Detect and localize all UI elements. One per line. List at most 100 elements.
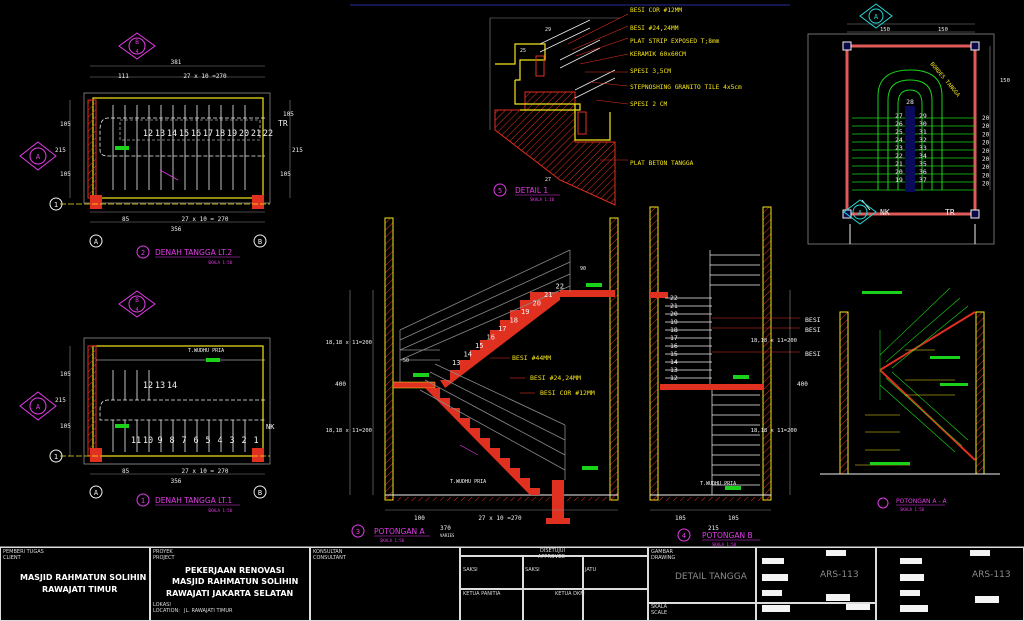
svg-text:A: A xyxy=(874,13,879,21)
dimension-label: 20 xyxy=(982,156,990,163)
step-number: 13 xyxy=(670,366,678,374)
plan-lt2-section-marker xyxy=(118,32,156,60)
plan-lt2-dim-top-left: 111 xyxy=(118,73,129,80)
step-number: 13 xyxy=(155,381,165,391)
dimension-label: 20 xyxy=(982,181,990,188)
dimension-label: 20 xyxy=(982,140,990,147)
step-number: 26 xyxy=(895,120,903,128)
svg-text:18,18 x 11=200: 18,18 x 11=200 xyxy=(751,428,797,434)
step-number: 14 xyxy=(670,358,678,366)
step-number: 19 xyxy=(895,176,903,184)
detail-callout: SPESI 2 CM xyxy=(630,101,668,108)
svg-text:105: 105 xyxy=(728,515,739,522)
svg-text:25: 25 xyxy=(520,48,526,54)
detail-callout: SPESI 3,5CM xyxy=(630,68,671,75)
plan-top-nk-label: NK xyxy=(880,208,890,217)
plan-lt1-note: T.WUDHU PRIA xyxy=(188,348,224,354)
plan-lt2-dim-right-c: 105 xyxy=(280,171,291,178)
tb-owner-name: MASJID RAHMATUN SOLIHIN xyxy=(20,573,147,582)
dimension-label: 20 xyxy=(982,164,990,171)
svg-text:1: 1 xyxy=(54,453,58,461)
svg-text:90: 90 xyxy=(580,266,586,272)
step-number: 11 xyxy=(131,436,141,446)
tb-sheet-cell xyxy=(876,547,1024,621)
svg-text:400: 400 xyxy=(797,381,808,388)
svg-text:27 x 10 = 270: 27 x 10 = 270 xyxy=(182,468,229,475)
plan-lt1-title: DENAH TANGGA LT.1 xyxy=(155,496,232,505)
tb-client-cell xyxy=(0,547,150,621)
section-a-stair-upper xyxy=(440,292,560,388)
dimension-label: 20 xyxy=(982,115,990,122)
step-number: 20 xyxy=(239,129,249,139)
tb-owner-label: PEMBERI TUGAS xyxy=(3,549,44,555)
svg-text:4: 4 xyxy=(135,307,138,313)
svg-text:150: 150 xyxy=(1000,78,1010,84)
plan-top-railing-note: BORDES TANGGA xyxy=(928,61,961,98)
plan-top-tr-label: TR xyxy=(945,208,955,217)
step-number: 17 xyxy=(203,129,213,139)
svg-text:370: 370 xyxy=(440,525,451,532)
svg-text:28: 28 xyxy=(906,98,914,106)
step-number: 27 xyxy=(895,112,903,120)
section-b-treads xyxy=(665,250,760,495)
section-b-callout: BESI xyxy=(805,326,821,334)
step-number: 14 xyxy=(167,381,177,391)
svg-text:SKALA 1:50: SKALA 1:50 xyxy=(208,508,233,513)
step-number: 4 xyxy=(217,436,222,446)
redaction xyxy=(900,558,922,564)
plan-lt2-railing-line xyxy=(99,117,265,157)
step-number: 20 xyxy=(533,300,541,308)
step-number: 13 xyxy=(155,129,165,139)
section-aa: POTONGAN A - A SKALA 1:50 xyxy=(820,287,1000,512)
step-number: 13 xyxy=(452,359,460,367)
redaction xyxy=(762,590,782,596)
redaction xyxy=(900,605,928,612)
svg-text:5: 5 xyxy=(498,187,502,195)
svg-text:A: A xyxy=(36,153,41,161)
svg-text:A: A xyxy=(94,489,99,497)
step-number: 14 xyxy=(464,351,472,359)
step-number: 15 xyxy=(670,350,678,358)
step-number: 21 xyxy=(544,291,552,299)
svg-text:105: 105 xyxy=(60,371,71,378)
step-number: 17 xyxy=(498,325,506,333)
step-number: 22 xyxy=(263,129,273,139)
detail-callout: PLAT STRIP EXPOSED T;8mm xyxy=(630,38,720,45)
svg-text:18,18 x 11=200: 18,18 x 11=200 xyxy=(326,340,372,346)
plan-lt2-dim-left-b: 215 xyxy=(55,147,66,154)
step-number: 19 xyxy=(227,129,237,139)
svg-text:SKALA 1:10: SKALA 1:10 xyxy=(530,197,555,202)
step-number: 34 xyxy=(919,152,927,160)
svg-text:215: 215 xyxy=(55,397,66,404)
svg-text:SKALA 1:50: SKALA 1:50 xyxy=(712,542,737,547)
step-number: 17 xyxy=(670,334,678,342)
detail-1-title: DETAIL 1 xyxy=(515,186,548,195)
plan-lt2-dim-right-a: 105 xyxy=(283,111,294,118)
plan-lt2-dim-bottom-left: 85 xyxy=(122,216,130,223)
step-number: 12 xyxy=(670,374,678,382)
detail-callout: BESI #24,24MM xyxy=(630,25,679,32)
svg-text:B: B xyxy=(258,489,262,497)
plan-lt2-title: DENAH TANGGA LT.2 xyxy=(155,248,232,257)
svg-text:1: 1 xyxy=(54,201,58,209)
step-number: 22 xyxy=(670,294,678,302)
svg-text:100: 100 xyxy=(414,515,425,522)
section-a-stair-lower xyxy=(425,388,540,495)
step-number: 30 xyxy=(919,120,927,128)
step-number: 23 xyxy=(895,144,903,152)
section-b-title: POTONGAN B xyxy=(702,531,753,540)
plan-lt2-axis-a xyxy=(89,234,103,248)
step-number: 33 xyxy=(919,144,927,152)
step-number: 7 xyxy=(181,436,186,446)
section-a-callout: BESI #44MM xyxy=(512,354,551,362)
step-number: 10 xyxy=(143,436,153,446)
plan-lt2-outline xyxy=(83,92,271,204)
section-a-title: POTONGAN A xyxy=(374,527,425,536)
dimension-label: 20 xyxy=(982,131,990,138)
step-number: 8 xyxy=(169,436,174,446)
